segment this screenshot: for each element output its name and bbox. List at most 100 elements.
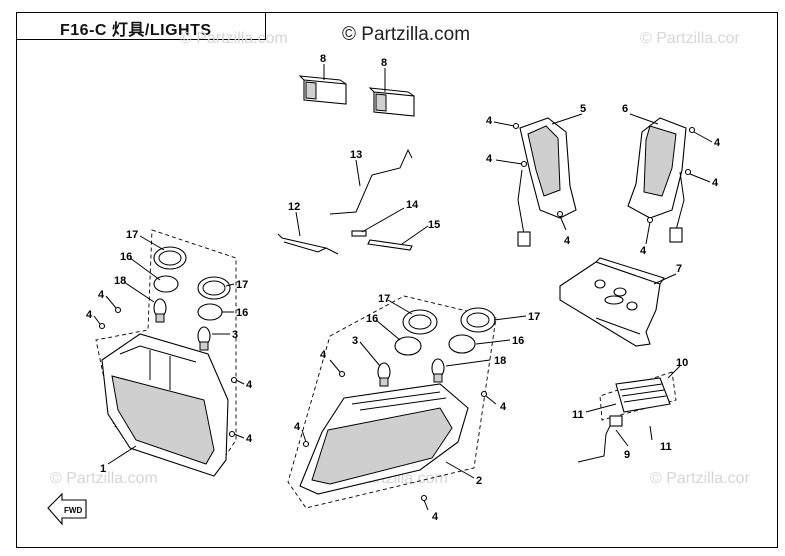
callout-4-rt6: 4	[640, 245, 647, 257]
callout-17-m1: 17	[378, 293, 390, 305]
leader-7	[653, 273, 677, 285]
callout-8b: 8	[381, 57, 387, 69]
callout-18-l: 18	[114, 275, 126, 287]
part-17-retaining-ring-left-1	[153, 246, 187, 270]
part-1-headlight-housing-left	[101, 333, 229, 477]
part-15-strip	[367, 239, 413, 251]
leader-17-m2	[493, 315, 527, 321]
callout-17-l2: 17	[236, 279, 248, 291]
watermark-faint-bottom-left: © Partzilla.com	[50, 470, 158, 487]
callout-11a: 11	[572, 409, 584, 421]
leader-3-m	[359, 341, 381, 367]
callout-11b: 11	[660, 441, 672, 453]
part-3-bulb-mid	[377, 362, 391, 387]
fwd-label: FWD	[64, 506, 82, 515]
middle-headlight-group	[287, 295, 497, 511]
part-16-lens-mid-1	[394, 336, 422, 356]
leader-15	[401, 225, 429, 245]
screws-turn-signal	[493, 121, 713, 245]
callout-4-rt3: 4	[564, 235, 571, 247]
callout-4-m3: 4	[294, 421, 301, 433]
callout-7: 7	[676, 263, 682, 275]
callout-4-l3: 4	[246, 379, 253, 391]
fwd-arrow-icon: FWD	[47, 492, 87, 526]
callout-16-l1: 16	[120, 251, 132, 263]
leader-11b	[649, 425, 653, 441]
leader-17-l1	[139, 235, 165, 251]
callout-4-rt2: 4	[486, 153, 493, 165]
part-17-retaining-ring-mid-1	[402, 309, 438, 335]
callout-17-l1: 17	[126, 229, 138, 241]
part-16-lens-mid-2	[448, 334, 476, 354]
leader-18-l	[123, 281, 155, 303]
callout-4-rt1: 4	[486, 115, 493, 127]
callout-numbers: 8 8 13 12 14 15 5 6 4 4 4 4 4 4 7 17 16 …	[86, 53, 721, 523]
leader-9	[615, 429, 629, 447]
callout-6: 6	[622, 103, 628, 115]
leader-13	[355, 159, 361, 187]
callout-18-m: 18	[494, 355, 506, 367]
watermark-faint-top-left: © Partzilla.com	[180, 30, 288, 47]
leader-2	[445, 461, 475, 479]
callout-8a: 8	[320, 53, 326, 65]
part-17-retaining-ring-mid-2	[460, 307, 496, 333]
part-12-rod	[277, 233, 339, 255]
callout-13: 13	[350, 149, 362, 161]
part-2-headlight-housing-right	[299, 383, 469, 495]
callout-1: 1	[100, 463, 106, 475]
leader-1	[107, 445, 137, 465]
callout-2: 2	[476, 475, 482, 487]
leader-17-l2	[225, 283, 235, 287]
callout-4-rt4: 4	[714, 137, 721, 149]
watermark-faint-top-right: © Partzilla.cor	[640, 30, 740, 47]
callout-4-l1: 4	[98, 289, 105, 301]
leader-5	[551, 113, 583, 125]
callout-9: 9	[624, 449, 630, 461]
leader-16-m2	[475, 339, 511, 345]
callout-16-l2: 16	[236, 307, 248, 319]
part-7-license-bracket	[559, 257, 665, 347]
leader-16-m1	[375, 319, 401, 341]
callout-16-m2: 16	[512, 335, 524, 347]
part-6-turn-signal-left-assembly	[627, 117, 687, 243]
callout-15: 15	[428, 219, 440, 231]
callout-5: 5	[580, 103, 586, 115]
part-16-lens-left-2	[197, 303, 223, 321]
callout-4-m4: 4	[432, 511, 439, 523]
leader-12	[295, 211, 301, 237]
diagram-frame	[16, 12, 778, 548]
screws-left-headlight	[93, 295, 245, 439]
callout-4-l2: 4	[86, 309, 93, 321]
callout-12: 12	[288, 201, 300, 213]
left-headlight-group	[93, 229, 245, 477]
title-box	[16, 12, 266, 40]
callout-16-m1: 16	[366, 313, 378, 325]
part-14-clip	[351, 230, 367, 237]
part-3-bulb-left	[197, 326, 211, 351]
callout-4-m2: 4	[500, 401, 507, 413]
callout-3-l: 3	[232, 329, 238, 341]
leader-11a	[585, 403, 617, 413]
callout-10: 10	[676, 357, 688, 369]
callout-3-m: 3	[352, 335, 358, 347]
callout-4-l4: 4	[246, 433, 253, 445]
leader-17-m1	[387, 299, 413, 315]
part-8-light-box-left	[298, 75, 347, 105]
watermark-faint-bottom-right: © Partzilla.cor	[650, 470, 750, 487]
leader-14	[361, 207, 405, 233]
part-17-retaining-ring-left-2	[197, 276, 231, 300]
part-8-light-box-right	[368, 87, 415, 117]
page-title: F16-C 灯具/LIGHTS	[60, 22, 212, 39]
part-18-bulb-left	[153, 298, 167, 323]
callout-14: 14	[406, 199, 419, 211]
leader-6	[629, 113, 659, 125]
leader-16-l1	[129, 257, 161, 281]
callout-17-m2: 17	[528, 311, 540, 323]
part-13-bracket-rod	[329, 148, 413, 215]
callout-4-m1: 4	[320, 349, 327, 361]
leader-18-m	[445, 359, 491, 367]
watermark-main: © Partzilla.com	[342, 24, 471, 45]
part-18-bulb-mid	[431, 358, 445, 383]
leader-10	[667, 365, 681, 379]
